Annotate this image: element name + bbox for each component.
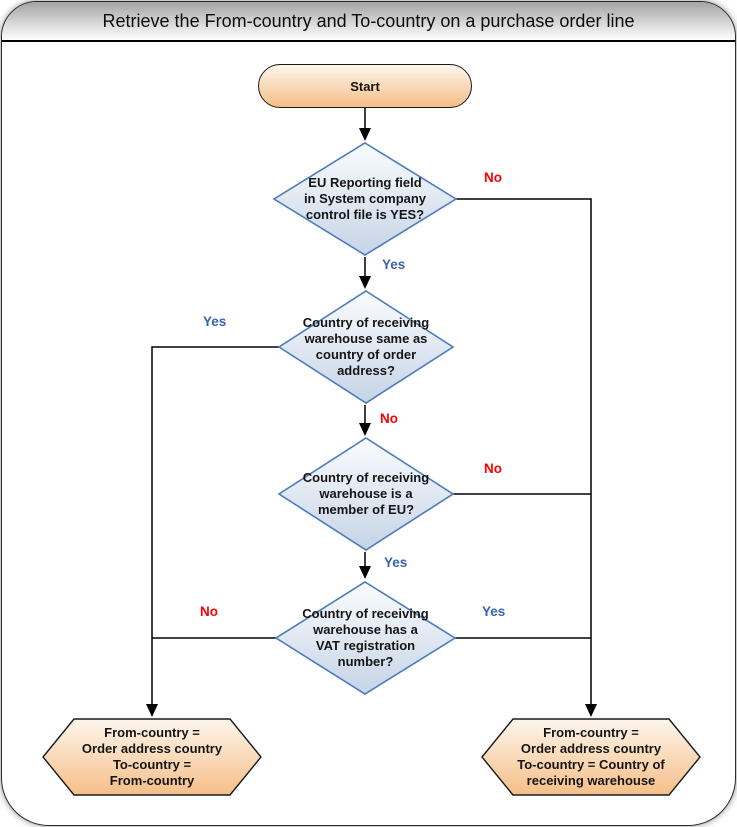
node-decision-eu-reporting: EU Reporting field in System company con… [272,141,458,257]
edge-label-d2-no: No [380,411,398,426]
result-shape [481,718,701,796]
title-bar: Retrieve the From-country and To-country… [2,2,735,42]
edge-d1-result-right [456,198,592,704]
node-decision-vat-registration: Country of receiving warehouse has a VAT… [274,580,457,696]
diagram-title: Retrieve the From-country and To-country… [102,10,635,31]
start-label: Start [350,78,380,94]
decision-shape [272,142,458,256]
node-result-receiving-warehouse: From-country = Order address country To-… [481,718,701,796]
decision-shape [277,290,455,404]
result-text: From-country = Order address country To-… [517,725,665,788]
result-shape [42,718,262,796]
edge-label-d4-yes: Yes [482,604,506,619]
decision-text: Country of receiving warehouse is a memb… [302,470,430,517]
edge-label-d4-no: No [200,604,218,619]
node-result-from-country: From-country = Order address country To-… [42,718,262,796]
decision-text: EU Reporting field in System company con… [303,175,427,222]
arrowheads [146,128,597,717]
edge-label-d2-yes: Yes [203,314,227,329]
decision-shape [274,581,457,695]
edge-label-d1-yes: Yes [382,257,406,272]
decision-text: Country of receiving warehouse has a VAT… [302,606,429,669]
edge-label-d1-no: No [484,170,502,185]
node-start: Start [258,64,472,108]
edge-label-d3-no: No [484,461,502,476]
decision-text: Country of receiving warehouse same as c… [302,315,430,378]
node-decision-warehouse-same-country: Country of receiving warehouse same as c… [277,289,455,405]
edge-d2-result-left [151,346,279,704]
edge-label-d3-yes: Yes [384,555,408,570]
node-decision-warehouse-eu-member: Country of receiving warehouse is a memb… [277,436,455,552]
result-text: From-country = Order address country To-… [81,725,223,788]
decision-shape [277,437,455,551]
